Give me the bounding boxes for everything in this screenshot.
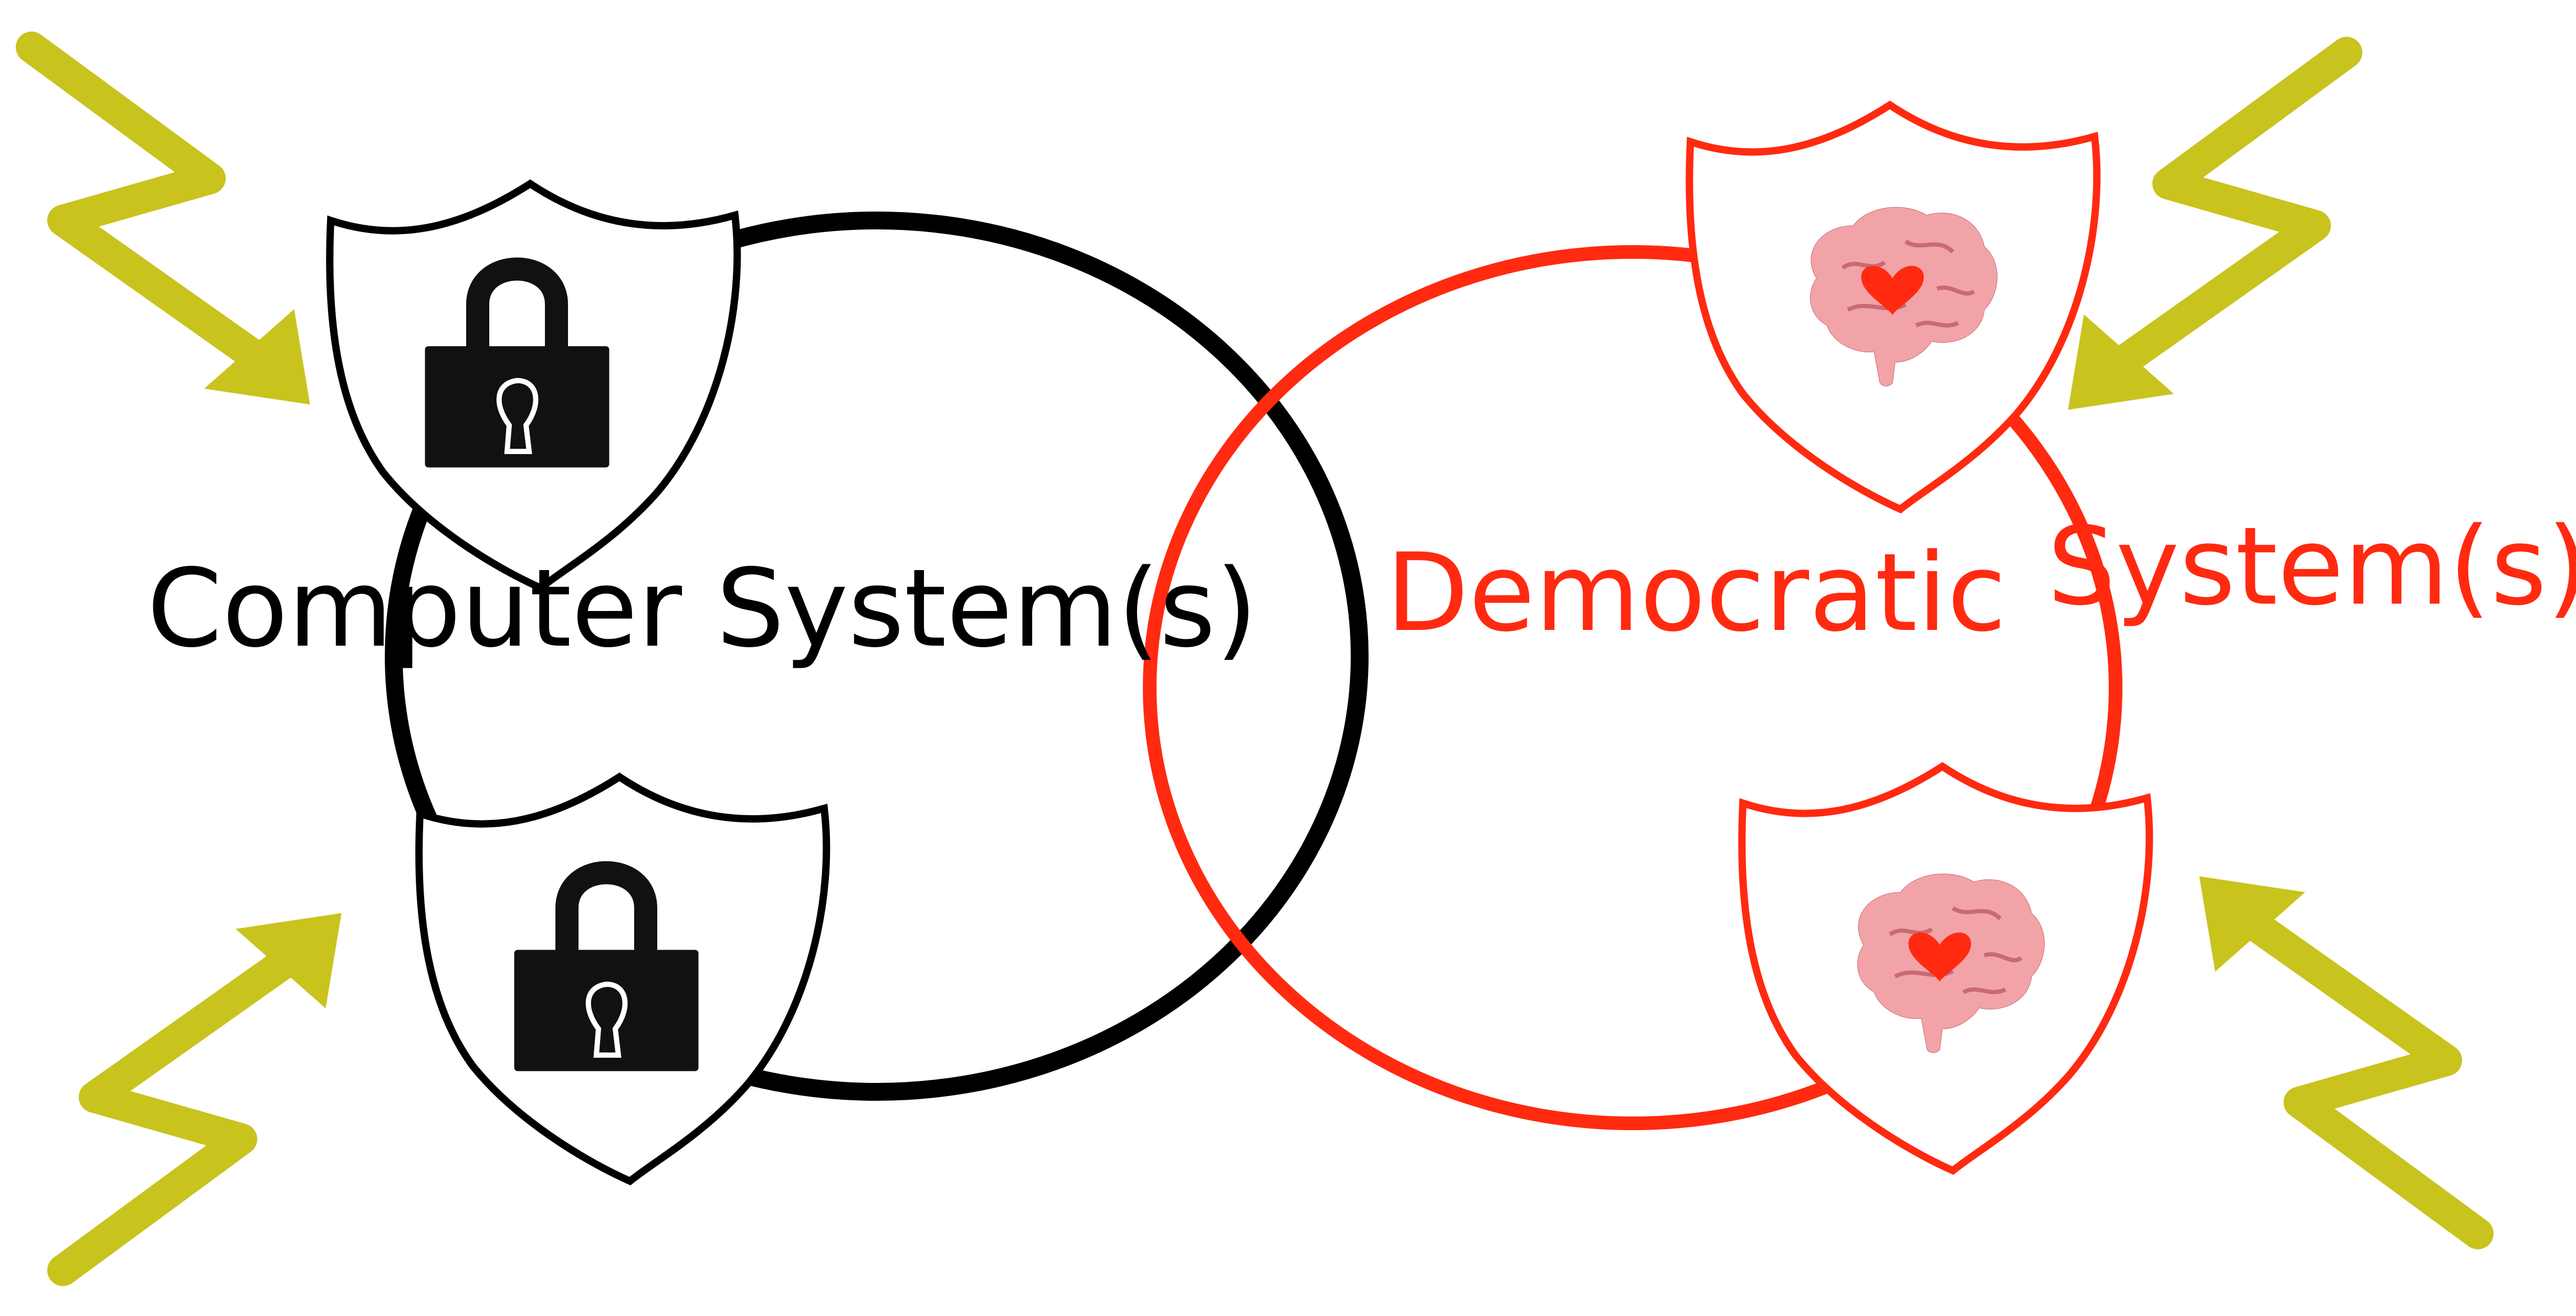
democratic-circle (1143, 245, 2122, 1130)
democratic-label: Democratic (1386, 531, 2006, 656)
democratic-shield-top (1689, 105, 2097, 509)
democratic-shield-bottom (1742, 766, 2149, 1171)
democratic-system-label: System(s) (2047, 504, 2576, 629)
brain-heart-icon (1810, 207, 1997, 386)
computer-system-label: Computer System(s) (147, 546, 1257, 671)
computer-circle (385, 212, 1369, 1101)
brain-heart-icon (1857, 874, 2044, 1053)
heart-icon (1861, 266, 1924, 315)
heart-icon (1908, 932, 1971, 982)
